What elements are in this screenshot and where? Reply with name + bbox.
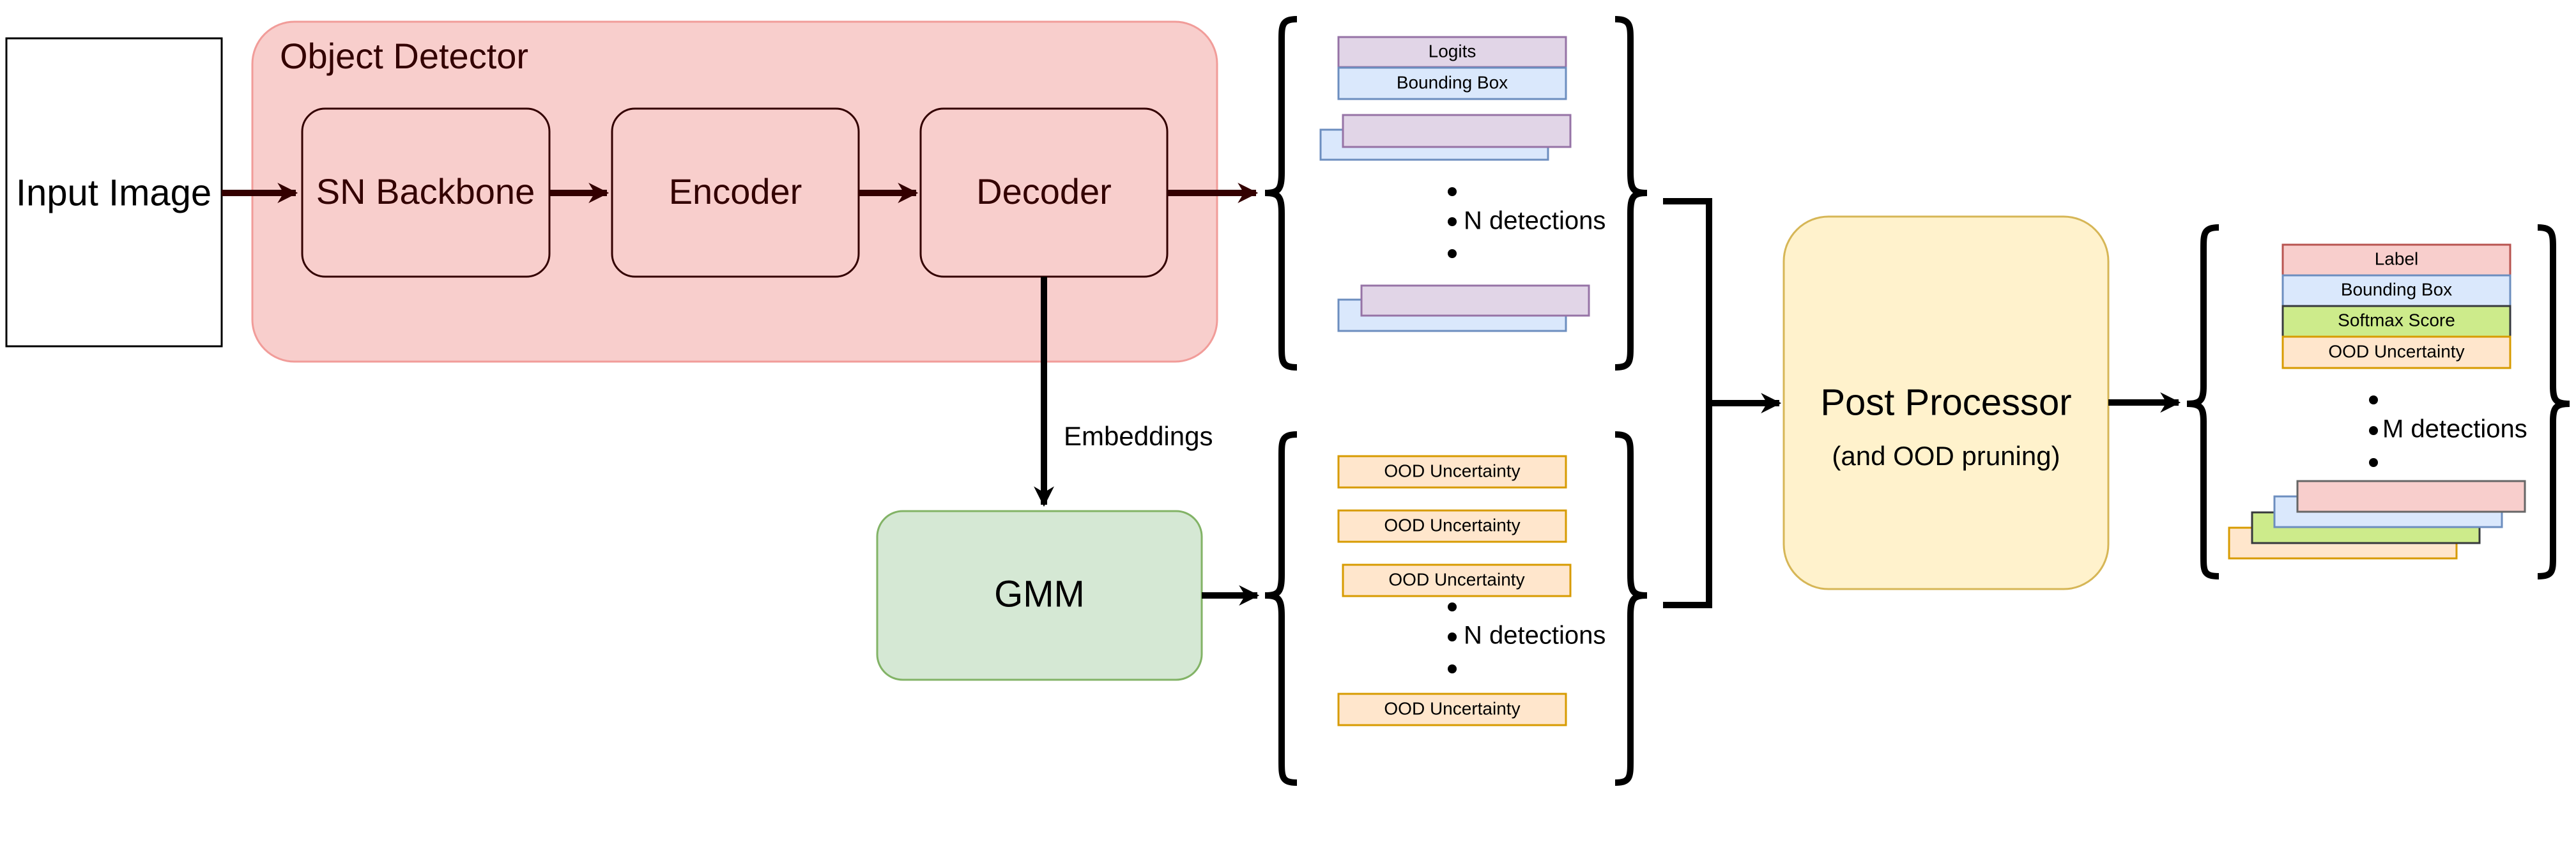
ellipsis-dot [1448,602,1457,611]
ellipsis-dot [2369,458,2378,467]
bounding-box-box [1337,66,1567,100]
ood-box [1337,509,1567,543]
output-ood-box [2281,335,2511,369]
post-processor-node: Post Processor (and OOD pruning) [1782,215,2110,590]
ellipsis-dot [1448,632,1457,641]
top-detections-group: Logits Bounding Box N detections [1264,16,1648,371]
n-detections-top-label: N detections [1464,207,1606,235]
object-detector-group: Object Detector SN Backbone Encoder Deco… [251,20,1218,363]
gmm-label: GMM [994,573,1085,615]
output-detections-group: Label Bounding Box Softmax Score OOD Unc… [2186,224,2570,579]
brace-left-ood [1264,431,1298,786]
ood-box [1342,564,1572,597]
encoder-label: Encoder [669,171,802,211]
n-detections-ood-label: N detections [1464,622,1606,650]
post-processor-title: Post Processor [1820,381,2071,423]
decoder-label: Decoder [976,171,1112,211]
brace-left-top [1264,16,1298,371]
embeddings-label: Embeddings [1064,421,1213,451]
ellipsis-dot [1448,187,1457,196]
ood-box-label: OOD Uncertainty [1384,515,1520,535]
ellipsis-dot [2369,395,2378,404]
logits-label: Logits [1429,41,1476,61]
stacked-logits-n [1360,284,1590,317]
output-softmax-text: Softmax Score [2338,310,2455,330]
ood-box [1337,455,1567,489]
ood-box-label: OOD Uncertainty [1384,698,1520,718]
sn-backbone-label: SN Backbone [316,171,535,211]
ellipsis-dot [1448,664,1457,673]
input-image-label: Input Image [16,172,211,213]
ood-box [1337,693,1567,726]
output-bbox-text: Bounding Box [2341,279,2452,299]
brace-right-output [2537,224,2570,579]
brace-right-top [1614,16,1648,371]
merge-connector [1663,198,1779,608]
output-label-text: Label [2375,249,2419,268]
brace-left-output [2186,224,2220,579]
ellipsis-dot [1448,217,1457,226]
ood-box-label: OOD Uncertainty [1384,461,1520,480]
brace-right-ood [1614,431,1648,786]
gmm-node: GMM [876,510,1203,681]
ood-detections-group: OOD Uncertainty OOD Uncertainty OOD Unce… [1264,431,1648,786]
m-detections-label: M detections [2382,415,2527,443]
object-detector-title: Object Detector [280,36,528,76]
input-image-node: Input Image [5,37,223,348]
ood-box-label: OOD Uncertainty [1388,569,1524,589]
output-ood-text: OOD Uncertainty [2328,341,2464,361]
stacked-logits-2 [1342,114,1572,148]
ellipsis-dot [1448,249,1457,258]
bounding-box-label: Bounding Box [1397,72,1508,92]
ellipsis-dot [2369,426,2378,435]
stacked-label-m [2296,480,2526,513]
post-processor-subtitle: (and OOD pruning) [1832,441,2060,471]
